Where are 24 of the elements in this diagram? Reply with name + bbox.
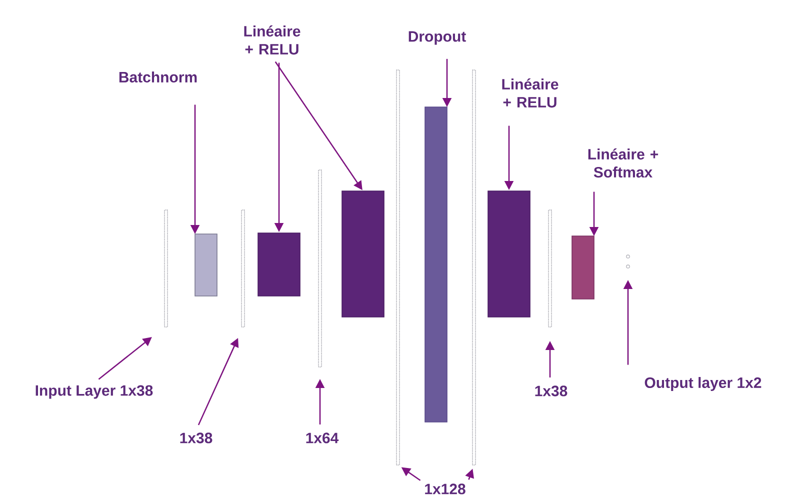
output-dots <box>626 254 630 268</box>
text-label: Batchnorm <box>119 72 197 82</box>
text-label: 1x128 <box>425 484 466 494</box>
layer-bar <box>164 210 168 328</box>
layer-block <box>488 190 530 318</box>
text-label: Linéaire + RELU <box>502 78 558 108</box>
text-label: Linéaire + Softmax <box>588 148 658 178</box>
text-label: Dropout <box>408 31 466 45</box>
layer-block <box>572 236 594 300</box>
layer-bar <box>396 70 400 466</box>
layer-bar <box>472 70 476 466</box>
layer-bar <box>548 210 552 328</box>
layer-bar <box>318 170 322 368</box>
text-label: Output layer 1x2 <box>644 377 762 391</box>
text-label: 1x64 <box>306 432 339 444</box>
layer-block <box>424 106 448 422</box>
layer-block <box>194 234 218 296</box>
layer-block <box>342 190 384 318</box>
text-label: 1x38 <box>535 386 568 396</box>
text-label: 1x38 <box>180 432 212 444</box>
layer-block <box>258 232 300 296</box>
layer-bar <box>241 210 245 328</box>
text-label: Linéaire + RELU <box>244 25 300 55</box>
text-label: Input Layer 1x38 <box>36 385 153 399</box>
